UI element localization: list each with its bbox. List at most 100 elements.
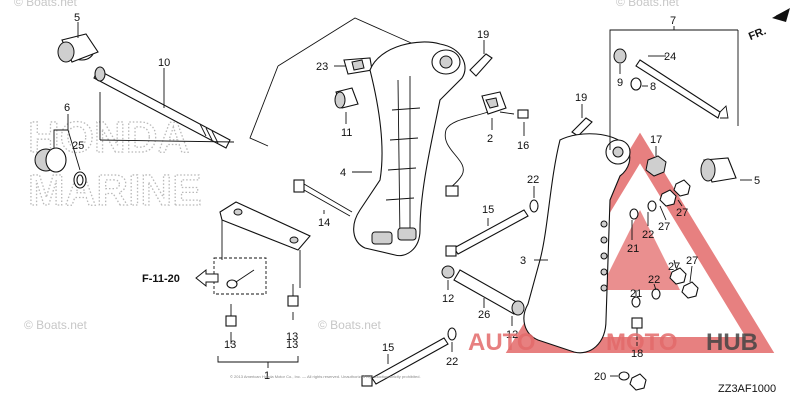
collar-26 [453, 269, 521, 315]
callout-17: 17 [650, 134, 662, 146]
washer-22-bottom [447, 327, 457, 341]
boats-net-watermark-bottom-left: © Boats.net [24, 318, 88, 332]
bushing-6 [34, 147, 67, 173]
nut-27-d [681, 281, 699, 299]
callout-13c: 13 [286, 339, 298, 351]
callout-15a: 15 [482, 204, 494, 216]
bushing-5-right [700, 157, 737, 183]
callout-5a: 5 [74, 12, 80, 24]
leader-6b [67, 129, 81, 171]
callout-4: 4 [340, 167, 346, 179]
callout-22d: 22 [648, 274, 660, 286]
washer-21-a [629, 208, 639, 220]
callout-10: 10 [158, 57, 170, 69]
callout-24: 24 [664, 51, 676, 63]
washer-22-d [651, 288, 661, 300]
trim-switch-2 [444, 91, 507, 197]
leader-6 [53, 114, 69, 148]
leader-10-hash-b [99, 139, 235, 143]
bushing-12-a [441, 265, 455, 279]
callout-6: 6 [64, 102, 70, 114]
callout-13b: 13 [286, 331, 298, 343]
washer-22-c [647, 200, 657, 212]
leader-27a [677, 199, 683, 207]
diagram-code: ZZ3AF1000 [718, 383, 776, 395]
boats-net-watermark-top-right: © Boats.net [616, 0, 680, 9]
washer-22-mid [529, 199, 539, 213]
ref-arrow [195, 268, 219, 288]
callout-2: 2 [487, 133, 493, 145]
callout-27d: 27 [686, 255, 698, 267]
leader-27c [673, 259, 677, 269]
stern-bracket-4 [353, 41, 466, 257]
clip-23 [343, 57, 373, 75]
callout-19b: 19 [575, 92, 587, 104]
assembly-frame-left [249, 65, 279, 147]
ref-label: F-11-20 [142, 273, 180, 285]
callout-27c: 27 [668, 261, 680, 273]
callout-19a: 19 [477, 29, 489, 41]
bushing-11 [334, 87, 359, 109]
boats-net-watermark-bottom-mid: © Boats.net [318, 318, 382, 332]
callout-22a: 22 [527, 174, 539, 186]
bolt-13-right [287, 284, 299, 307]
marine-watermark: MARINE [28, 166, 202, 215]
callout-27b: 27 [658, 221, 670, 233]
leader-27d [689, 265, 693, 283]
bracket-1 [217, 356, 299, 363]
washer-19-top [469, 53, 493, 77]
callout-20: 20 [594, 371, 606, 383]
callout-8: 8 [650, 81, 656, 93]
clip-8 [630, 77, 642, 91]
callout-7: 7 [670, 15, 676, 27]
washer-20 [618, 371, 647, 391]
front-direction-label: FR. [747, 25, 768, 43]
boats-net-watermark-top-left: © Boats.net [14, 0, 78, 9]
callout-16: 16 [517, 140, 529, 152]
callout-3: 3 [520, 255, 526, 267]
frame-7 [609, 29, 738, 40]
autohub-word-hub: HUB [706, 329, 758, 356]
detail-box [213, 257, 267, 295]
front-direction-arrow [772, 8, 790, 22]
washer-21-b [631, 296, 641, 308]
callout-26: 26 [478, 309, 490, 321]
callout-21b: 21 [630, 288, 642, 300]
tilt-shaft-10 [93, 66, 231, 149]
bolt-18 [631, 317, 643, 340]
nut-27-c [669, 267, 687, 285]
bolt-14 [293, 179, 353, 217]
bolt-13-detail [226, 269, 255, 289]
leader-22d [653, 283, 657, 291]
autohub-word-moto: MOTO [606, 329, 678, 356]
nut-17 [645, 155, 667, 177]
bolt-13-left [225, 304, 237, 327]
nut-27-b [659, 189, 677, 207]
autohub-word-auto: AUTO [468, 329, 536, 356]
callout-27a: 27 [676, 207, 688, 219]
callout-22c: 22 [642, 229, 654, 241]
callout-22b: 22 [446, 356, 458, 368]
copyright-notice: © 2013 American Honda Motor Co., Inc. — … [230, 374, 421, 379]
o-ring-25 [73, 171, 87, 189]
callout-14: 14 [318, 217, 330, 229]
leader-27b [659, 205, 667, 221]
callout-23: 23 [316, 61, 328, 73]
callout-5b: 5 [754, 175, 760, 187]
plate-1 [219, 201, 311, 251]
callout-12b: 12 [506, 329, 518, 341]
callout-13a: 13 [224, 339, 236, 351]
callout-1: 1 [264, 370, 270, 382]
callout-18: 18 [631, 348, 643, 360]
callout-12a: 12 [442, 293, 454, 305]
callout-21a: 21 [627, 243, 639, 255]
callout-25: 25 [72, 140, 84, 152]
screw-16 [499, 109, 529, 119]
bushing-5-left [57, 33, 99, 63]
nut-27-a [673, 179, 691, 197]
bushing-12-b [511, 300, 525, 316]
tilt-rod [635, 59, 729, 119]
stern-bracket-3 [523, 133, 631, 354]
callout-9: 9 [617, 77, 623, 89]
